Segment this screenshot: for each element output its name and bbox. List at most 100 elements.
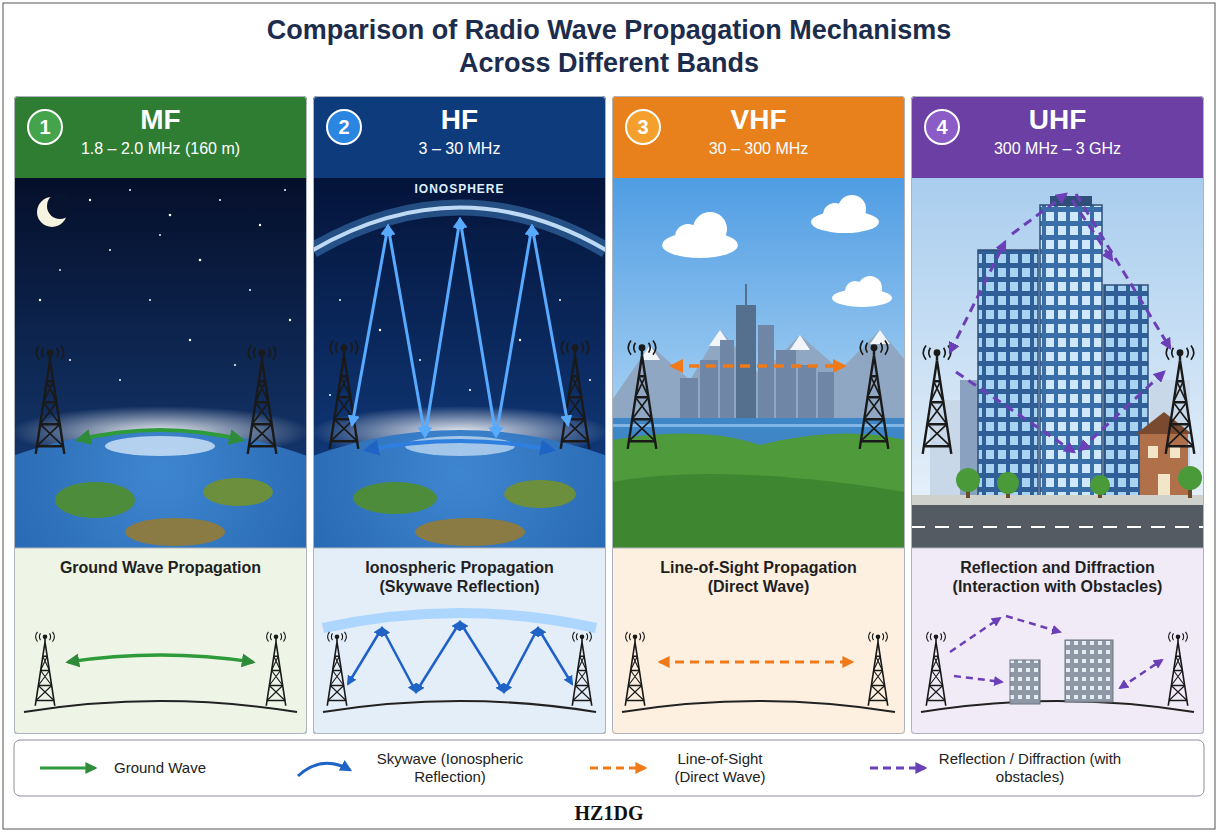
art-path (504, 628, 538, 692)
art-rect (911, 548, 1204, 734)
art-circle (693, 212, 727, 246)
art-circle (149, 299, 151, 301)
art-line (313, 548, 606, 549)
art-polygon (870, 330, 890, 344)
art-path (366, 441, 553, 450)
art-use (923, 346, 952, 454)
art-circle (1178, 466, 1202, 490)
art-circle (313, 430, 606, 734)
art-g (950, 616, 1162, 688)
art-rect (1170, 446, 1180, 458)
art-circle (89, 199, 91, 201)
art-path (78, 430, 242, 440)
art-circle (289, 319, 291, 321)
art-path (416, 622, 460, 692)
art-use (1168, 632, 1188, 706)
art-circle (419, 359, 421, 361)
art-g (348, 622, 572, 692)
art-circle (329, 394, 331, 396)
art-circle (47, 193, 73, 219)
art-rect (612, 548, 905, 734)
art-rect (612, 424, 905, 427)
art-line (911, 526, 1204, 528)
art-path (496, 226, 532, 436)
callout-number-text: 4 (936, 116, 947, 138)
art-rect (818, 372, 834, 422)
art-use (1166, 346, 1195, 454)
legend-sample-skywave (298, 763, 350, 776)
art-rect (680, 378, 698, 422)
hf-illustration (313, 96, 606, 734)
art-rect (798, 365, 816, 422)
art-use (625, 632, 645, 706)
art-line (745, 284, 747, 305)
legend-text: Ground Wave (105, 759, 215, 777)
caption: HZ1DG (0, 802, 1218, 824)
art-use (36, 346, 65, 454)
art-path (382, 628, 416, 692)
mechanism-title: Line-of-Sight Propagation (Direct Wave) (637, 558, 880, 596)
art-circle (589, 379, 591, 381)
art-rect (776, 350, 796, 422)
art-ellipse (125, 518, 225, 546)
mechanism-box: Ionospheric Propagation (Skywave Reflect… (314, 548, 605, 733)
art-path (612, 434, 905, 548)
art-path (956, 372, 1074, 452)
art-path (954, 676, 1002, 682)
art-path (950, 242, 1005, 352)
art-path (388, 226, 425, 436)
art-circle (838, 195, 866, 223)
art-rect (911, 505, 1204, 548)
legend-text: Line-of-Sight (Direct Wave) (655, 750, 785, 786)
callout-number-text: 2 (338, 116, 349, 138)
mechanism-title: Ground Wave Propagation (39, 558, 282, 577)
art-circle (956, 468, 980, 492)
art-rect (978, 250, 1038, 500)
art-circle (284, 189, 286, 191)
art-circle (119, 379, 121, 381)
art-circle (379, 329, 381, 331)
art-circle (519, 339, 521, 341)
art-g (1148, 446, 1180, 500)
art-use (35, 632, 55, 706)
art-path (348, 628, 382, 684)
mechanism-box: Line-of-Sight Propagation (Direct Wave) (613, 548, 904, 733)
art-g (950, 194, 1170, 452)
art-path (323, 613, 596, 628)
art-rect (700, 360, 718, 422)
art-path (1076, 194, 1170, 348)
art-circle (129, 189, 131, 191)
uhf-illustration (911, 96, 1204, 734)
vhf-illustration (612, 96, 905, 734)
page-frame (3, 3, 1215, 829)
art-line (612, 548, 905, 549)
callout-number-text: 1 (39, 116, 50, 138)
art-g (680, 325, 834, 422)
art-path (460, 622, 504, 692)
art-circle (1090, 475, 1110, 495)
art-circle (234, 364, 236, 366)
art-rect (911, 96, 1204, 734)
art-rect (14, 548, 307, 734)
art-rect (911, 495, 1204, 505)
art-rect (313, 548, 606, 734)
art-ellipse (55, 482, 135, 518)
callout-number: 4 (924, 109, 960, 145)
art-path (1006, 616, 1060, 632)
art-path (323, 701, 596, 712)
mechanism-box: Ground Wave Propagation (15, 548, 306, 733)
art-g (352, 219, 568, 436)
callout-number: 3 (625, 109, 661, 145)
art-g (329, 299, 591, 396)
art-g (662, 195, 892, 307)
art-use (330, 341, 359, 449)
layer-label: IONOSPHERE (313, 182, 606, 196)
art-circle (469, 389, 471, 391)
art-circle (259, 224, 261, 226)
art-path (612, 474, 905, 548)
art-circle (169, 214, 172, 217)
art-ellipse (105, 436, 215, 456)
frequency-range: 300 MHz – 3 GHz (912, 139, 1203, 159)
